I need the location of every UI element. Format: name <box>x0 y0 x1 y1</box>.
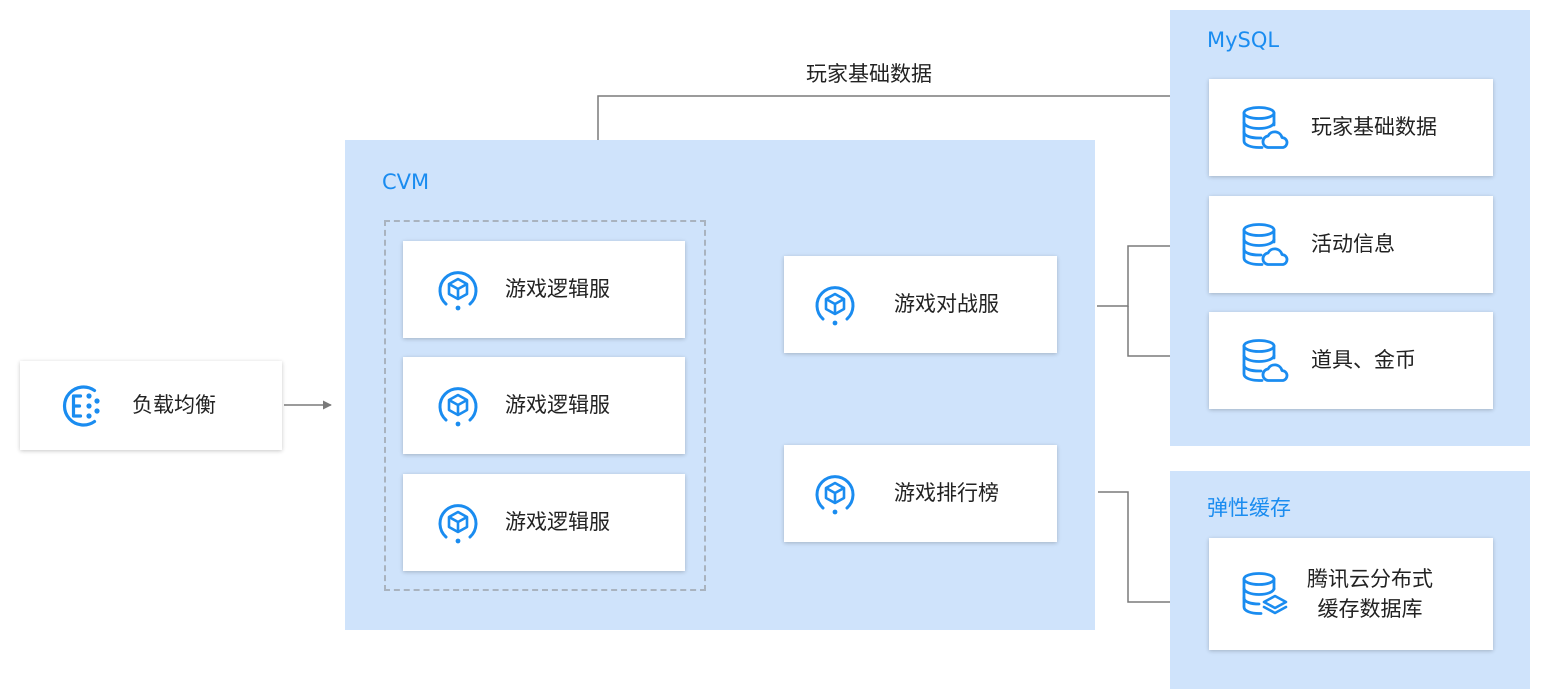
redis-label: 腾讯云分布式 缓存数据库 <box>1307 564 1433 625</box>
database-cloud-icon <box>1239 336 1289 386</box>
logic-server-node-3[interactable]: 游戏逻辑服 <box>403 474 685 571</box>
database-cloud-icon <box>1239 220 1289 270</box>
logic-server-label: 游戏逻辑服 <box>505 510 610 535</box>
redis-label-line-1: 腾讯云分布式 <box>1307 566 1433 591</box>
database-layers-icon <box>1239 569 1289 619</box>
db-player-data-label: 玩家基础数据 <box>1311 115 1437 140</box>
db-items-coins-node[interactable]: 道具、金币 <box>1209 312 1493 409</box>
battle-server-label: 游戏对战服 <box>894 292 999 317</box>
edge-leaderboard-to-redis <box>1098 491 1193 607</box>
redis-label-line-2: 缓存数据库 <box>1317 597 1423 621</box>
redis-node[interactable]: 腾讯云分布式 缓存数据库 <box>1209 538 1493 650</box>
leaderboard-label: 游戏排行榜 <box>894 481 999 506</box>
edge-label-player-data: 玩家基础数据 <box>806 62 932 86</box>
logic-server-node-1[interactable]: 游戏逻辑服 <box>403 241 685 338</box>
logic-server-label: 游戏逻辑服 <box>505 393 610 418</box>
cube-server-icon <box>812 282 858 328</box>
load-balancer-icon <box>60 381 110 431</box>
cache-group-title: 弹性缓存 <box>1207 496 1291 520</box>
edge-battle-to-activity <box>1097 241 1193 307</box>
database-cloud-icon <box>1239 103 1289 153</box>
db-activity-label: 活动信息 <box>1311 232 1395 257</box>
cvm-group-title: CVM <box>382 170 430 194</box>
logic-server-node-2[interactable]: 游戏逻辑服 <box>403 357 685 454</box>
load-balancer-node[interactable]: 负载均衡 <box>20 361 282 450</box>
logic-server-cluster <box>384 220 706 591</box>
db-activity-node[interactable]: 活动信息 <box>1209 196 1493 293</box>
logic-server-label: 游戏逻辑服 <box>505 277 610 302</box>
cube-server-icon <box>812 471 858 517</box>
leaderboard-node[interactable]: 游戏排行榜 <box>784 445 1057 542</box>
cube-server-icon <box>435 267 481 313</box>
load-balancer-label: 负载均衡 <box>132 393 216 418</box>
db-items-coins-label: 道具、金币 <box>1311 348 1416 373</box>
mysql-group-title: MySQL <box>1207 28 1280 52</box>
cube-server-icon <box>435 500 481 546</box>
battle-server-node[interactable]: 游戏对战服 <box>784 256 1057 353</box>
db-player-data-node[interactable]: 玩家基础数据 <box>1209 79 1493 176</box>
cube-server-icon <box>435 383 481 429</box>
